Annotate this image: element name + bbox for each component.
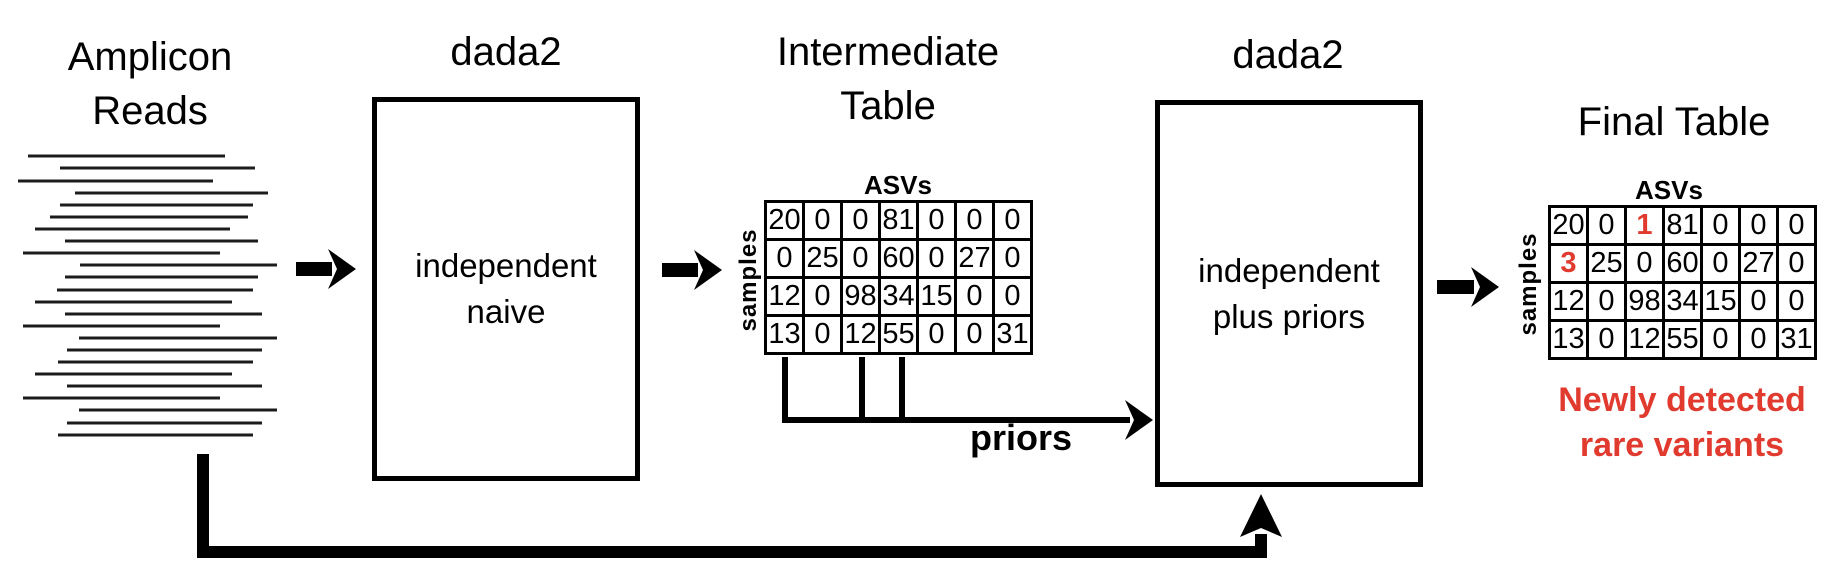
table-cell: 1 — [1624, 205, 1665, 246]
table-cell: 31 — [992, 314, 1033, 355]
table-cell: 0 — [1700, 205, 1741, 246]
table-cell: 25 — [1586, 243, 1627, 284]
intermediate-table-title-line1: Intermediate — [776, 30, 1000, 74]
table-cell: 0 — [1776, 205, 1817, 246]
table-cell: 0 — [1586, 319, 1627, 360]
table-cell: 25 — [802, 238, 843, 279]
priors-label: priors — [969, 417, 1073, 458]
table-cell: 98 — [840, 276, 881, 317]
table-cell: 81 — [878, 200, 919, 241]
dada2-naive-box-line2: naive — [466, 293, 546, 330]
table-cell: 0 — [1586, 205, 1627, 246]
table-cell: 13 — [1548, 319, 1589, 360]
dada2-naive-box: independent naive — [372, 97, 640, 481]
table-cell: 20 — [1548, 205, 1589, 246]
table-cell: 0 — [992, 238, 1033, 279]
arrow-dada2-to-final-table-icon — [1437, 267, 1499, 307]
intermediate-table-title: Intermediate Table — [763, 25, 1013, 133]
intermediate-table-title-line2: Table — [840, 84, 936, 128]
dada2-naive-box-line1: independent — [415, 247, 597, 284]
table-cell: 0 — [1586, 281, 1627, 322]
table-cell: 0 — [954, 276, 995, 317]
table-cell: 0 — [764, 238, 805, 279]
table-cell: 34 — [1662, 281, 1703, 322]
newly-detected-annotation-line1: Newly detected — [1558, 381, 1806, 419]
table-cell: 0 — [802, 314, 843, 355]
final-table-title: Final Table — [1577, 100, 1771, 144]
table-cell: 20 — [764, 200, 805, 241]
table-cell: 34 — [878, 276, 919, 317]
table-cell: 31 — [1776, 319, 1817, 360]
table-cell: 0 — [954, 314, 995, 355]
newly-detected-annotation: Newly detected rare variants — [1532, 378, 1832, 468]
table-cell: 98 — [1624, 281, 1665, 322]
dada2-priors-box: independent plus priors — [1155, 100, 1423, 487]
table-cell: 0 — [1700, 243, 1741, 284]
table-cell: 60 — [878, 238, 919, 279]
table-cell: 0 — [916, 238, 957, 279]
amplicon-reads-label: Amplicon Reads — [30, 30, 270, 138]
table-cell: 12 — [1548, 281, 1589, 322]
final-table-row-header: samples — [1515, 232, 1542, 336]
table-cell: 0 — [1700, 319, 1741, 360]
table-cell: 0 — [1738, 281, 1779, 322]
table-cell: 0 — [1738, 205, 1779, 246]
table-cell: 12 — [1624, 319, 1665, 360]
table-cell: 13 — [764, 314, 805, 355]
table-cell: 55 — [1662, 319, 1703, 360]
table-cell: 12 — [764, 276, 805, 317]
table-cell: 0 — [992, 200, 1033, 241]
table-cell: 0 — [1776, 243, 1817, 284]
table-cell: 0 — [1738, 319, 1779, 360]
newly-detected-annotation-line2: rare variants — [1579, 426, 1785, 464]
table-cell: 12 — [840, 314, 881, 355]
table-cell: 0 — [992, 276, 1033, 317]
amplicon-reads-label-line2: Reads — [92, 89, 208, 133]
arrow-dada2-to-intermediate-table-icon — [662, 250, 722, 290]
intermediate-table-row-header: samples — [735, 228, 762, 332]
dada2-priors-box-line1: independent — [1198, 251, 1380, 289]
table-cell: 0 — [840, 238, 881, 279]
final-table-col-header: ASVs — [1635, 175, 1703, 205]
table-cell: 0 — [916, 200, 957, 241]
table-cell: 15 — [1700, 281, 1741, 322]
priors-connector-arrow — [782, 357, 1153, 440]
arrow-reads-to-dada2-icon — [296, 249, 356, 289]
table-cell: 0 — [840, 200, 881, 241]
table-cell: 0 — [1776, 281, 1817, 322]
feedback-arrow-reads-to-priors-run — [197, 454, 1282, 558]
amplicon-reads-illustration — [18, 154, 277, 437]
table-cell: 27 — [954, 238, 995, 279]
table-cell: 60 — [1662, 243, 1703, 284]
table-cell: 3 — [1548, 243, 1589, 284]
table-cell: 0 — [916, 314, 957, 355]
table-cell: 0 — [802, 276, 843, 317]
dada2-second-title: dada2 — [1232, 33, 1344, 77]
table-cell: 81 — [1662, 205, 1703, 246]
table-cell: 0 — [954, 200, 995, 241]
table-cell: 0 — [1624, 243, 1665, 284]
table-cell: 15 — [916, 276, 957, 317]
table-cell: 27 — [1738, 243, 1779, 284]
intermediate-table-col-header: ASVs — [864, 170, 932, 200]
table-cell: 0 — [802, 200, 843, 241]
table-cell: 55 — [878, 314, 919, 355]
amplicon-reads-label-line1: Amplicon — [67, 35, 233, 79]
dada2-priors-box-line2: plus priors — [1212, 297, 1366, 335]
dada2-first-title: dada2 — [450, 30, 562, 74]
